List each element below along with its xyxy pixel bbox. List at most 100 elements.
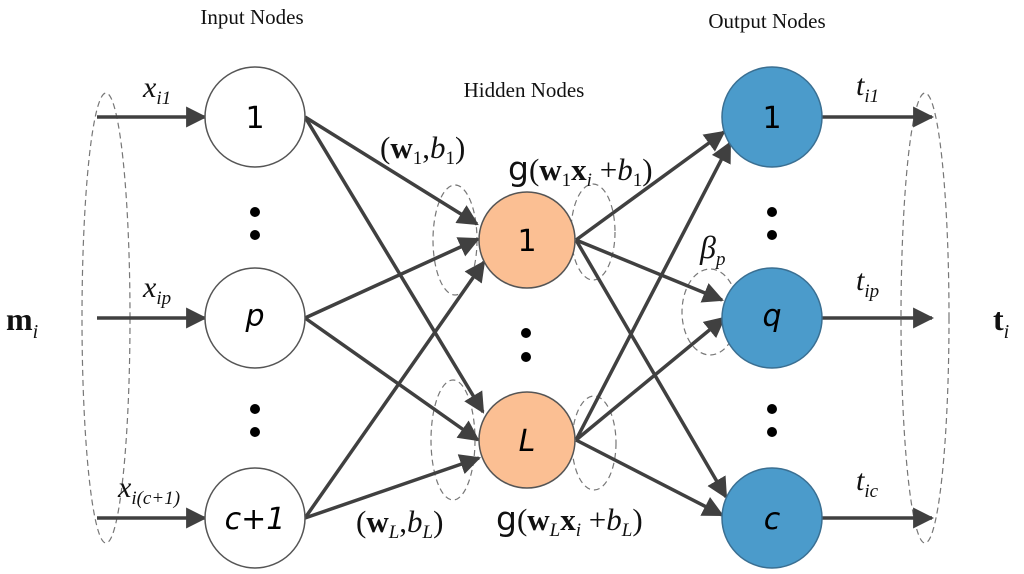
output-node-q-label: q — [762, 299, 781, 334]
output-layer-title: Output Nodes — [708, 9, 825, 33]
output-label-q-base: t — [856, 264, 865, 297]
output-label-q: tip — [856, 264, 879, 302]
activation-L-g: g — [496, 499, 517, 538]
input-node-1-label: 1 — [245, 101, 264, 136]
weight-L-open: ( — [356, 504, 366, 539]
output-node-1: 1 — [721, 66, 823, 168]
hidden-node-L: L — [478, 391, 576, 489]
edge-hL-oc — [575, 438, 724, 517]
output-label-1: ti1 — [856, 69, 879, 107]
input-layer-title: Input Nodes — [200, 5, 303, 29]
activation-1-label: g(w1xi +b1) — [508, 149, 653, 191]
activation-L-plus: + — [581, 502, 606, 537]
activation-L-label: g(wLxi +bL) — [496, 499, 643, 541]
input-node-p: p — [204, 267, 306, 369]
edge-in1-h1 — [304, 115, 479, 226]
edge-in1-hL — [303, 116, 485, 414]
input-label-1-base: x — [142, 71, 157, 104]
weight-L-ellipse — [430, 379, 476, 501]
output-vector-sub: i — [1004, 321, 1010, 343]
edge-inc-h1 — [303, 260, 486, 520]
input-ellipsis-lower — [250, 404, 260, 437]
edge-h1-oq — [575, 238, 724, 303]
weight-L-w-sub: L — [388, 522, 400, 543]
input-label-p-base: x — [142, 271, 157, 304]
weight-L-w: w — [366, 504, 389, 539]
beta-base: β — [699, 229, 716, 265]
activation-1-x-sub: i — [587, 170, 592, 191]
input-label-p: xip — [142, 271, 171, 309]
input-label-1-sub: i1 — [156, 88, 171, 109]
weight-1-b: b — [430, 130, 446, 165]
input-vector-label: mi — [6, 301, 38, 343]
activation-L-b-sub: L — [621, 520, 633, 541]
weight-L-comma: , — [399, 504, 407, 539]
edge-h1-o1 — [574, 130, 726, 242]
hidden-node-1: 1 — [478, 191, 576, 289]
output-label-c-sub: ic — [864, 481, 878, 502]
output-label-q-sub: ip — [864, 281, 879, 302]
activation-1-b-sub: 1 — [633, 170, 643, 191]
activation-L-w-sub: L — [549, 520, 561, 541]
input-label-1: xi1 — [142, 71, 171, 109]
activation-1-plus: + — [592, 152, 617, 187]
input-vector-base: m — [6, 301, 33, 337]
weight-L-b-sub: L — [422, 522, 434, 543]
activation-L-close: ) — [632, 502, 642, 537]
output-vector-ellipse — [900, 92, 950, 544]
edge-inp-hL — [303, 316, 480, 442]
activation-L-x-sub: i — [576, 520, 581, 541]
activation-1-close: ) — [642, 152, 652, 187]
weight-1-w-sub: 1 — [413, 148, 423, 169]
activation-L-w: w — [527, 502, 550, 537]
activation-1-w-sub: 1 — [562, 170, 572, 191]
beta-label: βp — [699, 229, 725, 270]
hidden-node-1-label: 1 — [517, 224, 536, 259]
output-vector-label: ti — [993, 301, 1009, 343]
weight-1-b-sub: 1 — [445, 148, 455, 169]
weight-1-w: w — [390, 130, 413, 165]
edge-hL-oq — [574, 316, 726, 442]
activation-1-ellipse — [570, 183, 616, 281]
edge-inc-hL — [304, 454, 481, 520]
weight-1-comma: , — [422, 130, 430, 165]
input-ellipsis-upper — [250, 207, 260, 240]
activation-1-b: b — [617, 152, 633, 187]
input-node-p-label: p — [244, 299, 264, 334]
output-vector-base: t — [993, 301, 1004, 337]
activation-L-open: ( — [517, 502, 527, 537]
output-node-c: c — [721, 467, 823, 569]
hidden-layer-title: Hidden Nodes — [464, 78, 585, 102]
hidden-ellipsis — [521, 328, 531, 362]
activation-L-b: b — [606, 502, 622, 537]
input-node-1: 1 — [204, 66, 306, 168]
edge-hL-o1 — [574, 141, 732, 441]
input-label-c1-base: x — [117, 471, 132, 504]
output-node-q: q — [721, 267, 823, 369]
beta-sub: p — [714, 249, 726, 270]
input-label-p-sub: ip — [156, 288, 171, 309]
edge-inp-h1 — [304, 237, 480, 320]
output-label-1-sub: i1 — [864, 86, 879, 107]
output-label-c-base: t — [856, 464, 865, 497]
weight-1-close: ) — [455, 130, 465, 165]
weight-L-label: (wL,bL) — [356, 504, 443, 543]
input-node-c1-label: c+1 — [225, 502, 286, 537]
weight-1-label: (w1,b1) — [380, 130, 465, 169]
output-label-c: tic — [856, 464, 879, 502]
activation-1-g: g — [508, 149, 529, 188]
activation-1-open: ( — [529, 152, 539, 187]
weight-1-open: ( — [380, 130, 390, 165]
activation-1-w: w — [539, 152, 562, 187]
activation-1-x: x — [571, 152, 587, 187]
weight-L-b: b — [407, 504, 423, 539]
output-label-1-base: t — [856, 69, 865, 102]
output-node-c-label: c — [764, 502, 781, 537]
input-node-c1: c+1 — [204, 467, 306, 569]
input-label-c1: xi(c+1) — [117, 471, 180, 509]
weight-L-close: ) — [433, 504, 443, 539]
output-ellipsis-lower — [767, 404, 777, 437]
output-node-1-label: 1 — [762, 101, 781, 136]
hidden-node-L-label: L — [519, 424, 536, 459]
